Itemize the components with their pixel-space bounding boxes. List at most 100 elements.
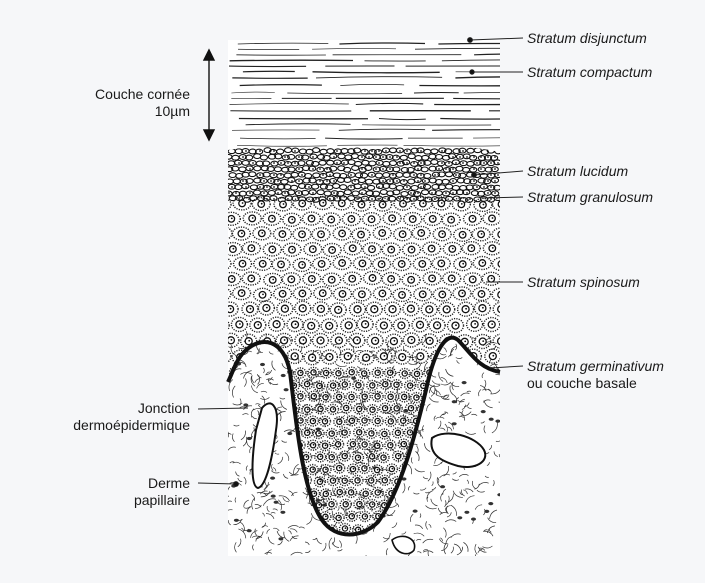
label-derme: Derme papillaire	[60, 475, 190, 509]
fibroblast	[278, 537, 283, 540]
nucleolus	[482, 307, 484, 309]
nucleolus	[352, 277, 354, 279]
spinous-cell	[217, 416, 228, 426]
granule	[382, 156, 384, 158]
nucleolus	[377, 420, 379, 422]
nucleolus	[451, 218, 453, 220]
granule	[371, 174, 373, 176]
nucleolus	[501, 308, 503, 310]
cell-nucleus	[219, 370, 224, 375]
nucleolus	[231, 218, 233, 220]
nucleolus	[345, 503, 347, 505]
nucleolus	[501, 340, 503, 342]
nucleolus	[302, 264, 304, 266]
granule	[249, 168, 251, 170]
granule	[298, 180, 300, 182]
nucleolus	[319, 504, 321, 506]
granule	[480, 156, 482, 158]
nucleolus	[262, 294, 264, 296]
granule	[242, 180, 244, 182]
granule	[448, 162, 450, 164]
nucleolus	[382, 292, 384, 294]
granule	[469, 198, 471, 200]
nucleolus	[241, 232, 243, 234]
fibroblast	[495, 420, 500, 423]
nucleolus	[461, 203, 463, 205]
granule	[294, 162, 296, 164]
corneum-fibre	[453, 98, 577, 99]
nucleolus	[483, 204, 485, 206]
nucleolus	[347, 355, 349, 357]
nucleolus	[306, 456, 308, 458]
nucleolus	[481, 233, 483, 235]
nucleolus	[311, 217, 313, 219]
granule	[343, 162, 345, 164]
granule	[438, 168, 440, 170]
granule	[291, 180, 293, 182]
nucleolus	[404, 372, 406, 374]
fibroblast	[243, 403, 248, 406]
label-stratum-spinosum: Stratum spinosum	[527, 274, 640, 291]
granule	[466, 156, 468, 158]
granule	[361, 192, 363, 194]
nucleolus	[371, 479, 373, 481]
fibroblast	[488, 502, 493, 505]
nucleolus	[372, 503, 374, 505]
granule	[364, 186, 366, 188]
nucleolus	[322, 292, 324, 294]
granule	[494, 180, 496, 182]
granule	[238, 198, 240, 200]
fibroblast	[452, 400, 457, 403]
granule	[490, 162, 492, 164]
nucleolus	[222, 420, 224, 422]
granule	[396, 156, 398, 158]
nucleolus	[377, 395, 379, 397]
fibroblast	[464, 511, 469, 514]
nucleolus	[422, 293, 424, 295]
nucleolus	[302, 202, 304, 204]
nucleolus	[248, 340, 250, 342]
granule	[368, 156, 370, 158]
nucleolus	[313, 371, 315, 373]
nucleolus	[410, 431, 412, 433]
label-stratum-germinativum-line2: ou couche basale	[527, 375, 664, 392]
nucleolus	[231, 278, 233, 280]
granule	[462, 162, 464, 164]
nucleolus	[221, 444, 223, 446]
nucleolus	[320, 481, 322, 483]
granule	[420, 186, 422, 188]
granule	[298, 168, 300, 170]
thickness-arrow	[204, 50, 214, 140]
cell-nucleus	[219, 443, 224, 448]
nucleolus	[223, 355, 225, 357]
dermis-fibre	[362, 556, 367, 565]
granule	[452, 168, 454, 170]
nucleolus	[411, 339, 413, 341]
nucleolus	[391, 248, 393, 250]
granule	[382, 168, 384, 170]
nucleolus	[331, 456, 333, 458]
nucleolus	[339, 339, 341, 341]
granule	[350, 174, 352, 176]
nucleolus	[501, 455, 503, 457]
cell-nucleus	[499, 527, 504, 532]
granule	[445, 192, 447, 194]
granule	[245, 186, 247, 188]
nucleolus	[313, 444, 315, 446]
nucleolus	[302, 292, 304, 294]
nucleolus	[358, 456, 360, 458]
nucleolus	[359, 503, 361, 505]
nucleolus	[382, 232, 384, 234]
cell-nucleus	[220, 514, 225, 519]
granule	[228, 192, 230, 194]
nucleolus	[474, 323, 476, 325]
nucleolus	[362, 293, 364, 295]
nucleolus	[394, 340, 396, 342]
nucleolus	[364, 443, 366, 445]
cell-nucleus	[498, 291, 505, 298]
nucleolus	[325, 396, 327, 398]
nucleolus	[377, 491, 379, 493]
nucleolus	[437, 324, 439, 326]
nucleolus	[223, 232, 225, 234]
nucleolus	[284, 339, 286, 341]
